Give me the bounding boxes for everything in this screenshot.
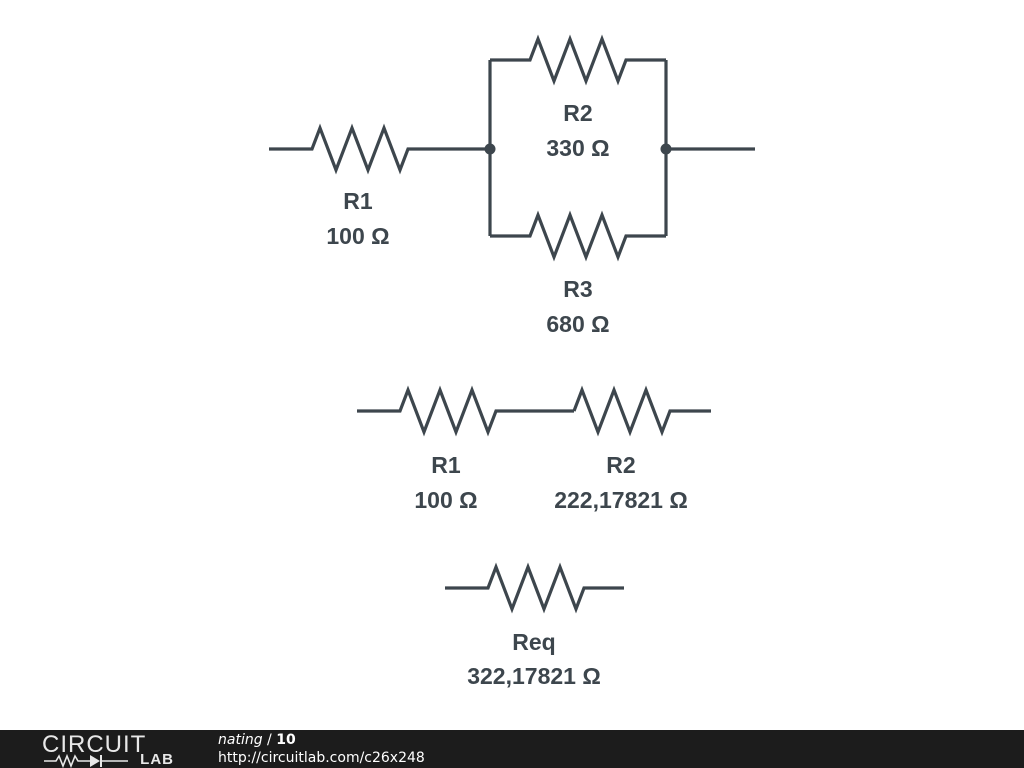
- bottom-req-name: Req: [512, 629, 555, 655]
- top-left-junction: [484, 143, 496, 155]
- top-right-junction: [660, 143, 672, 155]
- logo-text-circuit: CIRCUIT: [42, 731, 147, 758]
- bottom-req-resistor: [445, 562, 624, 614]
- top-r1-name: R1: [343, 188, 373, 214]
- circuit-diagram: R1 100 Ω R2 330 Ω R3 680 Ω R1 100 Ω R2 2…: [269, 34, 755, 689]
- top-r3-name: R3: [563, 276, 592, 302]
- resistor-diode-icon: [44, 754, 128, 768]
- footer-attribution: nating / 10: [218, 731, 425, 749]
- top-r2-name: R2: [563, 100, 592, 126]
- circuitlab-logo[interactable]: CIRCUIT LAB: [42, 731, 177, 768]
- top-r3-value: 680 Ω: [546, 311, 609, 337]
- top-r1-value: 100 Ω: [326, 223, 389, 249]
- top-r1-resistor: [269, 123, 490, 175]
- middle-r2-name: R2: [606, 452, 635, 478]
- logo-text-lab: LAB: [140, 751, 174, 768]
- middle-r1-name: R1: [431, 452, 461, 478]
- footer-info: nating / 10 http://circuitlab.com/c26x24…: [218, 731, 425, 767]
- footer-username[interactable]: nating: [218, 732, 263, 748]
- bottom-req-value: 322,17821 Ω: [467, 663, 601, 689]
- middle-r2-value: 222,17821 Ω: [554, 487, 688, 513]
- footer-bar: CIRCUIT LAB nating / 10 http://circuitla…: [0, 730, 1024, 768]
- middle-r2-resistor: [572, 385, 711, 437]
- top-r3-resistor: [490, 210, 666, 262]
- footer-count: 10: [276, 732, 296, 748]
- footer-url[interactable]: http://circuitlab.com/c26x248: [218, 750, 425, 766]
- middle-r1-value: 100 Ω: [414, 487, 477, 513]
- top-r2-value: 330 Ω: [546, 135, 609, 161]
- middle-r1-resistor: [357, 385, 574, 437]
- top-r2-resistor: [490, 34, 666, 86]
- footer-separator: /: [262, 732, 277, 748]
